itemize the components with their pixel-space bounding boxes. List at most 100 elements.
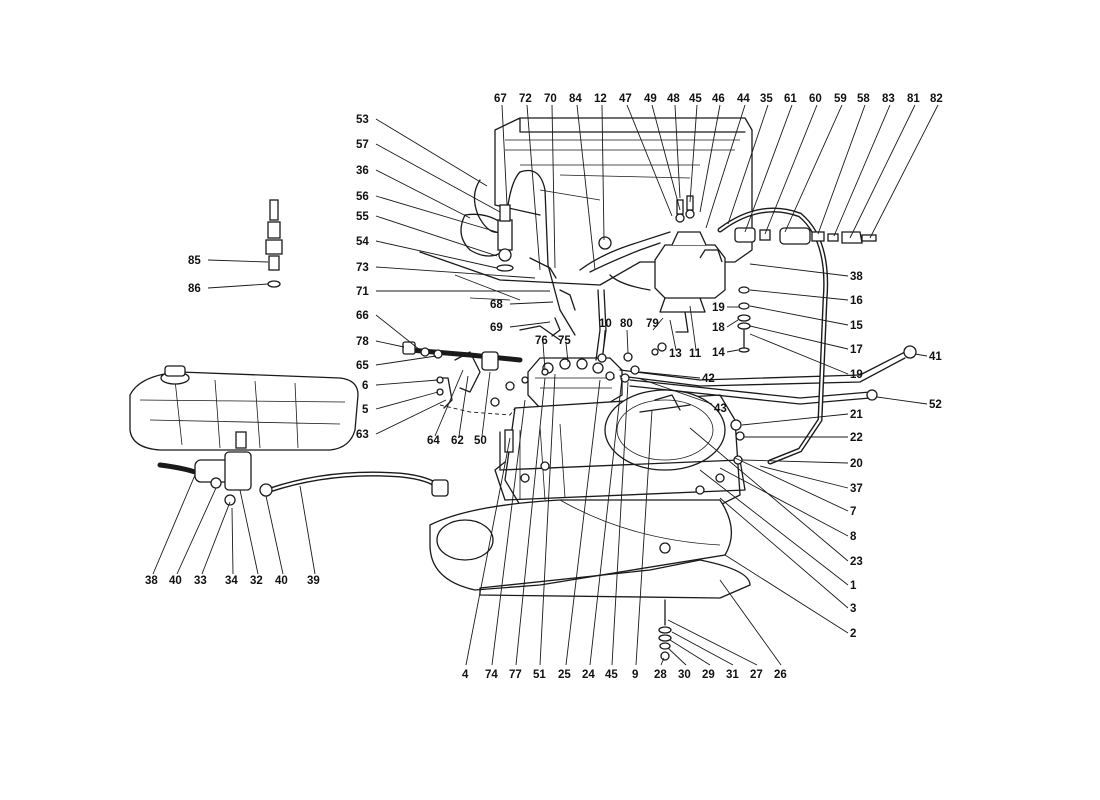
callout-48: 48 — [667, 93, 680, 105]
callout-1: 1 — [850, 580, 857, 592]
fuel-distributor — [527, 357, 623, 409]
callout-19-lower: 19 — [850, 369, 863, 381]
callout-45-bottom: 45 — [605, 669, 618, 681]
callout-4: 4 — [462, 669, 469, 681]
callout-69: 69 — [490, 322, 503, 334]
callout-77: 77 — [509, 669, 522, 681]
callout-5: 5 — [362, 404, 369, 416]
washer-bolt-stack — [737, 286, 751, 353]
callout-7: 7 — [850, 506, 856, 518]
callout-6: 6 — [362, 380, 368, 392]
callout-45-top: 45 — [689, 93, 702, 105]
callout-55: 55 — [356, 211, 369, 223]
callout-43: 43 — [714, 403, 727, 415]
callout-60: 60 — [809, 93, 822, 105]
callout-36: 36 — [356, 165, 369, 177]
callout-30: 30 — [678, 669, 691, 681]
callout-53: 53 — [356, 114, 369, 126]
callout-24: 24 — [582, 669, 595, 681]
callout-46: 46 — [712, 93, 725, 105]
callout-70: 70 — [544, 93, 557, 105]
callout-40-right: 40 — [275, 575, 288, 587]
injector-detail — [265, 199, 283, 288]
callout-8: 8 — [850, 531, 857, 543]
callout-19-upper: 19 — [712, 302, 725, 314]
callout-33: 33 — [194, 575, 207, 587]
leader-lines — [152, 104, 939, 666]
callout-75: 75 — [558, 335, 571, 347]
callout-63: 63 — [356, 429, 369, 441]
fuel-hoses — [157, 207, 829, 493]
fuel-pump-body — [194, 451, 449, 506]
callout-44: 44 — [737, 93, 750, 105]
callout-50: 50 — [474, 435, 487, 447]
right-fittings — [734, 227, 877, 245]
air-flow-sensor-housing — [499, 389, 746, 506]
callout-10: 10 — [599, 318, 612, 330]
callout-28: 28 — [654, 669, 667, 681]
callout-26: 26 — [774, 669, 787, 681]
callout-68: 68 — [490, 299, 503, 311]
callout-16: 16 — [850, 295, 863, 307]
callout-65: 65 — [356, 360, 369, 372]
callout-39: 39 — [307, 575, 320, 587]
callout-27: 27 — [750, 669, 763, 681]
callout-29: 29 — [702, 669, 715, 681]
callout-79: 79 — [646, 318, 659, 330]
callout-12: 12 — [594, 93, 607, 105]
bottom-fastener-stack — [658, 599, 672, 661]
callout-71: 71 — [356, 286, 369, 298]
callout-84: 84 — [569, 93, 582, 105]
callout-31: 31 — [726, 669, 739, 681]
callout-38-left: 38 — [145, 575, 158, 587]
callout-73: 73 — [356, 262, 369, 274]
callout-82: 82 — [930, 93, 943, 105]
fuel-expansion-tank — [129, 365, 359, 451]
callout-57: 57 — [356, 139, 369, 151]
callout-54: 54 — [356, 236, 369, 248]
callout-11: 11 — [689, 348, 702, 360]
callout-15: 15 — [850, 320, 863, 332]
callout-22: 22 — [850, 432, 863, 444]
callout-14: 14 — [712, 347, 725, 359]
callout-labels: 67 72 70 84 12 47 49 48 45 46 44 35 61 6… — [145, 93, 943, 681]
callout-74: 74 — [485, 669, 498, 681]
callout-23: 23 — [850, 556, 863, 568]
callout-59: 59 — [834, 93, 847, 105]
misc-fittings — [490, 236, 917, 465]
callout-49: 49 — [644, 93, 657, 105]
callout-80: 80 — [620, 318, 633, 330]
callout-58: 58 — [857, 93, 870, 105]
callout-18: 18 — [712, 322, 725, 334]
callout-81: 81 — [907, 93, 920, 105]
callout-85: 85 — [188, 255, 201, 267]
callout-25: 25 — [558, 669, 571, 681]
callout-47: 47 — [619, 93, 632, 105]
callout-61: 61 — [784, 93, 797, 105]
callout-62: 62 — [451, 435, 464, 447]
support-brackets — [402, 341, 516, 416]
callout-64: 64 — [427, 435, 440, 447]
callout-34: 34 — [225, 575, 238, 587]
warm-up-regulator — [654, 195, 726, 333]
callout-56: 56 — [356, 191, 369, 203]
callout-78: 78 — [356, 336, 369, 348]
fuel-hard-lines — [519, 169, 906, 405]
callout-20: 20 — [850, 458, 863, 470]
callout-42: 42 — [702, 373, 715, 385]
callout-9: 9 — [632, 669, 638, 681]
callout-41: 41 — [929, 351, 942, 363]
callout-66: 66 — [356, 310, 369, 322]
callout-72: 72 — [519, 93, 532, 105]
cold-start-valve — [496, 171, 557, 279]
callout-37: 37 — [850, 483, 863, 495]
callout-40-left: 40 — [169, 575, 182, 587]
diagram-artwork — [129, 117, 917, 661]
callout-86: 86 — [188, 283, 201, 295]
callout-52: 52 — [929, 399, 942, 411]
callout-32: 32 — [250, 575, 263, 587]
callout-51: 51 — [533, 669, 546, 681]
callout-21: 21 — [850, 409, 863, 421]
callout-17: 17 — [850, 344, 863, 356]
